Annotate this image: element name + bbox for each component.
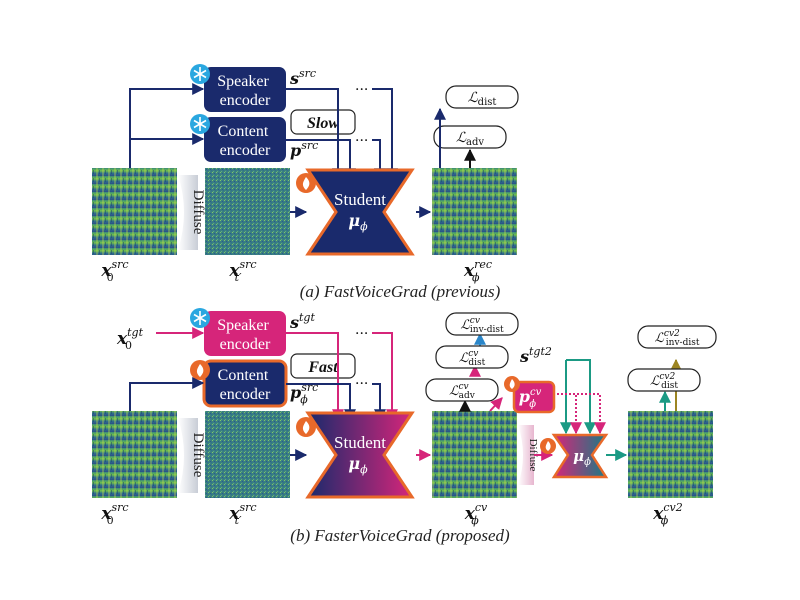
reconstructed-spectrogram-a (432, 168, 517, 255)
speaker-encoder-label-b: Speaker encoder (217, 317, 273, 353)
fast-tag-text: Fast (307, 359, 338, 376)
s-src-label-a: ssrc (289, 67, 316, 88)
caption-a: (a) FastVoiceGrad (previous) (300, 282, 501, 301)
content-encoder-label-b: Content encoder (218, 367, 273, 403)
student-mu-a: μϕ (348, 211, 368, 233)
loss-inv-dist-box (445, 312, 519, 336)
diffuse-tag-b2 (518, 425, 534, 485)
noisy-spectrogram-b (205, 411, 290, 498)
flame-icon (296, 417, 316, 437)
loss-dist-box-a (445, 85, 519, 109)
ellipsis-bottom-b: ··· (355, 376, 368, 392)
loss-dist2-box (627, 368, 701, 392)
ellipsis-top-b: ··· (355, 326, 368, 342)
converted-spectrogram-b (432, 411, 517, 498)
diffuse-label-b2: Diffuse (527, 439, 539, 472)
loss-arrows-a (434, 107, 476, 168)
flame-icon (296, 173, 316, 193)
loss-adv-a: ℒadv (456, 130, 484, 148)
student-label-a: Student (334, 190, 386, 209)
ellipsis-top-a: ··· (355, 82, 368, 98)
source-spectrogram-a (92, 168, 177, 255)
student-model-b (305, 411, 415, 499)
student-model-a (305, 168, 415, 256)
connectors-b (129, 327, 682, 461)
diffuse-tag-b (178, 418, 198, 493)
content-encoder-label-a: Content encoder (218, 123, 273, 159)
source-spectrogram-b (92, 411, 177, 498)
diffuse-tag-a (178, 175, 198, 250)
panel-b: Diffuse Diffuse Speaker encoder Content … (92, 308, 717, 545)
loss-dist-a: ℒdist (468, 90, 497, 108)
snowflake-icon (190, 64, 210, 84)
student-mu-b: μϕ (348, 454, 368, 476)
panel-a: Diffuse Speaker encoder Content encoder … (92, 64, 519, 301)
speaker-encoder-a (204, 67, 286, 112)
flame-icon (540, 438, 556, 454)
loss-adv-box-b (425, 378, 499, 402)
diffuse-label-b: Diffuse (190, 433, 206, 478)
flame-icon (190, 360, 210, 380)
diffuse-label-a: Diffuse (190, 190, 206, 235)
reconverted-spectrogram-b (628, 411, 713, 498)
slow-tag-text: Slow (307, 115, 339, 132)
small-mu-label: μϕ (573, 447, 591, 468)
s-tgt2-label: stgt2 (519, 345, 552, 366)
loss-inv-dist2-box (637, 325, 717, 349)
snowflake-icon (190, 114, 210, 134)
caption-b: (b) FasterVoiceGrad (proposed) (290, 526, 510, 545)
speaker-encoder-b (204, 311, 286, 356)
snowflake-icon (190, 308, 210, 328)
student-model-small (551, 433, 609, 479)
loss-adv-box-a (433, 125, 507, 149)
p-cv-box (512, 380, 556, 414)
connectors-a (129, 83, 432, 218)
loss-dist-box-b (435, 345, 509, 369)
p-src-label-a: psrc (290, 139, 318, 160)
content-encoder-a (204, 117, 286, 162)
s-tgt-label: stgt (289, 311, 315, 332)
ellipsis-bottom-a: ··· (355, 133, 368, 149)
flame-icon (504, 376, 520, 392)
noisy-spectrogram-a (205, 168, 290, 255)
speaker-encoder-label-a: Speaker encoder (217, 73, 273, 109)
student-label-b: Student (334, 433, 386, 452)
